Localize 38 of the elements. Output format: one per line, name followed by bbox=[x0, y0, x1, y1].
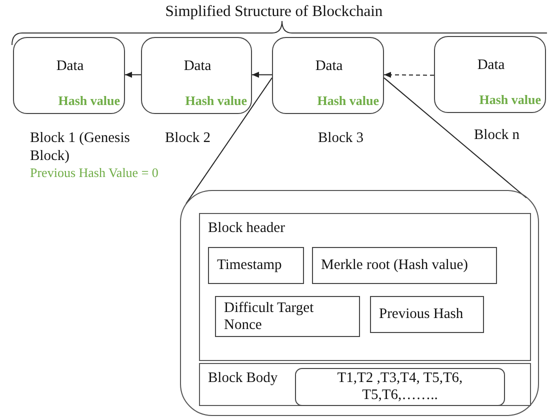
diagram-title: Simplified Structure of Blockchain bbox=[164, 3, 384, 21]
arrow bbox=[252, 72, 272, 78]
connector-line bbox=[186, 77, 272, 204]
block-caption: Block 1 (Genesis Block) bbox=[30, 129, 130, 166]
block-caption: Block 3 bbox=[318, 129, 364, 148]
block-caption: Block 2 bbox=[165, 129, 211, 148]
hash-label: Hash value bbox=[58, 93, 120, 109]
hash-label: Hash value bbox=[317, 93, 379, 109]
data-label: Data bbox=[477, 57, 505, 74]
node-label: Merkle root (Hash value) bbox=[321, 257, 468, 274]
transaction-list-box bbox=[295, 368, 505, 406]
field-box bbox=[215, 296, 360, 337]
section-panel bbox=[199, 213, 531, 361]
node-label: Previous Hash bbox=[379, 306, 464, 323]
note-text: Previous Hash Value = 0 bbox=[30, 165, 158, 182]
node-label: Difficult Target Nonce bbox=[224, 300, 315, 334]
arrow bbox=[384, 72, 434, 78]
field-box bbox=[312, 247, 497, 284]
field-box bbox=[370, 296, 484, 333]
hash-label: Hash value bbox=[185, 93, 247, 109]
connector-line bbox=[384, 77, 527, 198]
block-card bbox=[13, 37, 125, 114]
field-box bbox=[208, 247, 304, 284]
node-label: Timestamp bbox=[217, 257, 282, 274]
block-caption: Block n bbox=[474, 126, 520, 144]
arrow bbox=[124, 72, 142, 78]
section-panel bbox=[199, 363, 531, 406]
block-card bbox=[434, 36, 546, 113]
block-detail-frame bbox=[180, 190, 539, 416]
block-card bbox=[141, 37, 252, 114]
block-card bbox=[272, 37, 384, 114]
hash-label: Hash value bbox=[479, 92, 541, 108]
data-label: Data bbox=[315, 58, 343, 75]
data-label: Data bbox=[184, 58, 212, 75]
node-label: Block header bbox=[208, 220, 285, 236]
node-label: T1,T2 ,T3,T4, T5,T6, T5,T6,…….. bbox=[336, 370, 464, 404]
node-label: Block Body bbox=[208, 370, 278, 386]
data-label: Data bbox=[56, 58, 84, 75]
